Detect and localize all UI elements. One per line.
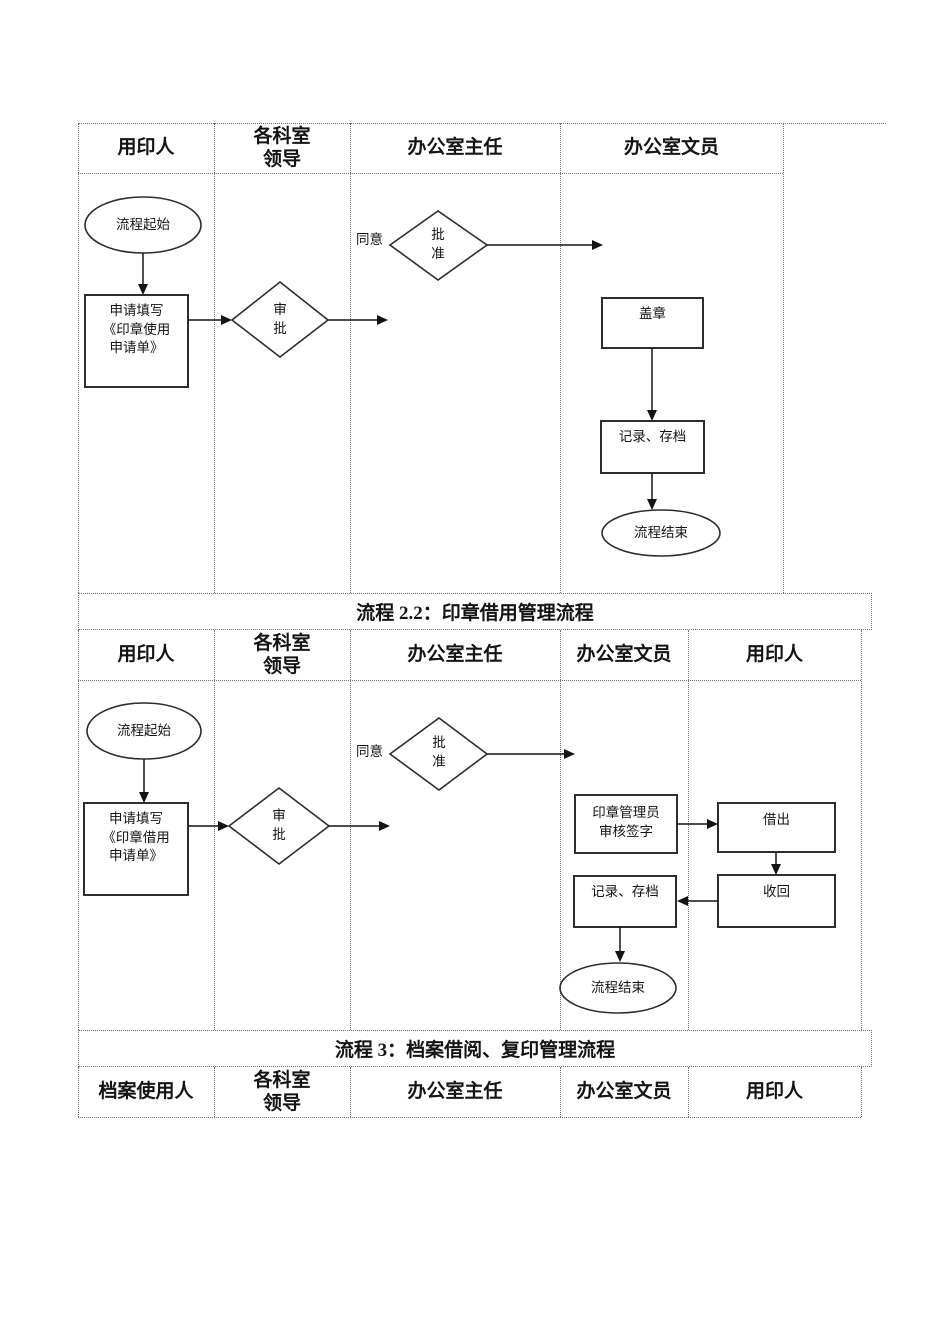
agree-label-1: 同意 [356,232,383,247]
grid-line [350,1067,351,1117]
apply-label-1: 申请填写 《印章使用 申请单》 [102,303,171,356]
section-title-seal-borrow: 流程 2.2：印章借用管理流程 [78,593,872,630]
review-label-1: 审 批 [273,302,287,336]
section-title-archive-borrow: 流程 3：档案借阅、复印管理流程 [78,1030,872,1067]
grid-line [560,123,561,593]
grid-line [560,630,561,1030]
grid-line [78,1117,861,1118]
lane-header-dept-leader-1: 各科室 领导 [253,125,311,170]
lane-header-archive-user: 档案使用人 [98,1081,194,1103]
grid-line [350,123,351,593]
record-label-2: 记录、存档 [591,884,659,899]
lane-header-seal-user-2: 用印人 [117,644,175,666]
agree-label-2: 同意 [356,744,383,759]
lane-header-office-director-3: 办公室主任 [407,1081,503,1103]
grid-line [861,630,862,1030]
grid-line [78,1067,79,1117]
grid-line [78,123,79,593]
stamp-label: 盖章 [639,306,666,321]
start-label-1: 流程起始 [116,216,170,232]
grid-line [78,173,783,174]
apply-label-2: 申请填写 《印章借用 申请单》 [102,811,170,864]
lane-header-dept-leader-3: 各科室 领导 [253,1069,311,1114]
lane-header-seal-user-2b: 用印人 [745,644,803,666]
lane-header-office-director-2: 办公室主任 [407,644,503,666]
lane-header-seal-user-3: 用印人 [745,1081,803,1103]
grid-line [214,123,215,593]
retrieve-label: 收回 [763,884,790,899]
manager-sign-label: 印章管理员 审核签字 [592,805,660,839]
grid-line [688,630,689,1030]
lane-header-office-clerk-3: 办公室文员 [576,1081,672,1103]
approve-label-2: 批 准 [432,735,446,769]
lane-header-dept-leader-2: 各科室 领导 [253,632,311,677]
grid-line [688,1067,689,1117]
grid-line [214,630,215,1030]
approve-label-1: 批 准 [431,227,445,261]
lane-header-office-director-1: 办公室主任 [407,137,503,159]
grid-line [78,680,861,681]
start-label-2: 流程起始 [117,722,171,738]
lend-label: 借出 [763,812,790,827]
end-label-2: 流程结束 [591,979,645,995]
grid-line [350,630,351,1030]
grid-line [78,123,886,124]
grid-line [861,1067,862,1117]
grid-line [560,1067,561,1117]
record-label-1: 记录、存档 [618,429,687,444]
lane-header-office-clerk-2: 办公室文员 [576,644,672,666]
lane-header-office-clerk-1: 办公室文员 [623,137,719,159]
lane-header-seal-user-1: 用印人 [117,137,175,159]
end-label-1: 流程结束 [634,524,688,540]
grid-line [78,630,79,1030]
review-label-2: 审 批 [272,808,286,842]
grid-line [214,1067,215,1117]
grid-line [783,123,784,593]
